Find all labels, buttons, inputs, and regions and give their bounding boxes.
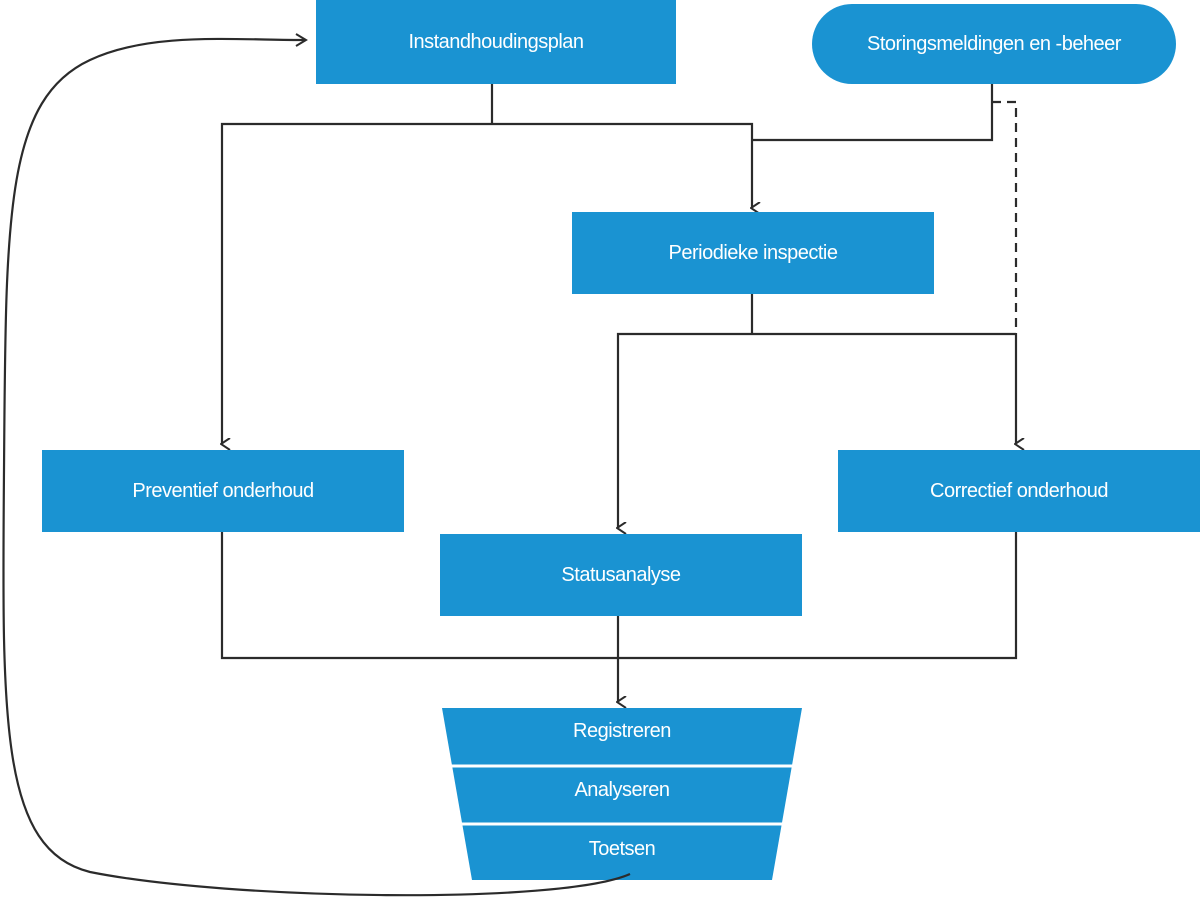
instandhoudingsplan-box: Instandhoudingsplan <box>316 0 676 84</box>
connector-plan-to-inspectie <box>492 122 752 208</box>
correctief-onderhoud-box: Correctief onderhoud <box>838 450 1200 532</box>
correctief-onderhoud-label: Correctief onderhoud <box>930 479 1108 502</box>
funnel-step-toetsen: Toetsen <box>588 838 656 860</box>
preventief-onderhoud-label: Preventief onderhoud <box>132 479 314 502</box>
periodieke-inspectie-label: Periodieke inspectie <box>668 241 839 264</box>
storingsmeldingen-label: Storingsmeldingen en -beheer <box>867 32 1121 55</box>
connector-inspectie-to-status <box>618 332 1016 528</box>
connector-storing-to-inspectie <box>752 84 994 142</box>
funnel-step-registreren: Registreren <box>573 720 671 742</box>
instandhoudingsplan-label: Instandhoudingsplan <box>408 30 584 53</box>
periodieke-inspectie-box: Periodieke inspectie <box>572 212 934 294</box>
connector-plan-to-preventief <box>222 122 492 444</box>
statusanalyse-box: Statusanalyse <box>440 534 802 616</box>
feedback-loop-arrow <box>2 33 631 897</box>
funnel-shape <box>442 708 802 880</box>
storingsmeldingen-box: Storingsmeldingen en -beheer <box>812 4 1176 84</box>
funnel-step-analyseren: Analyseren <box>574 779 670 801</box>
statusanalyse-label: Statusanalyse <box>561 563 681 586</box>
preventief-onderhoud-box: Preventief onderhoud <box>42 450 404 532</box>
connector-storing-dashed <box>992 100 1018 334</box>
